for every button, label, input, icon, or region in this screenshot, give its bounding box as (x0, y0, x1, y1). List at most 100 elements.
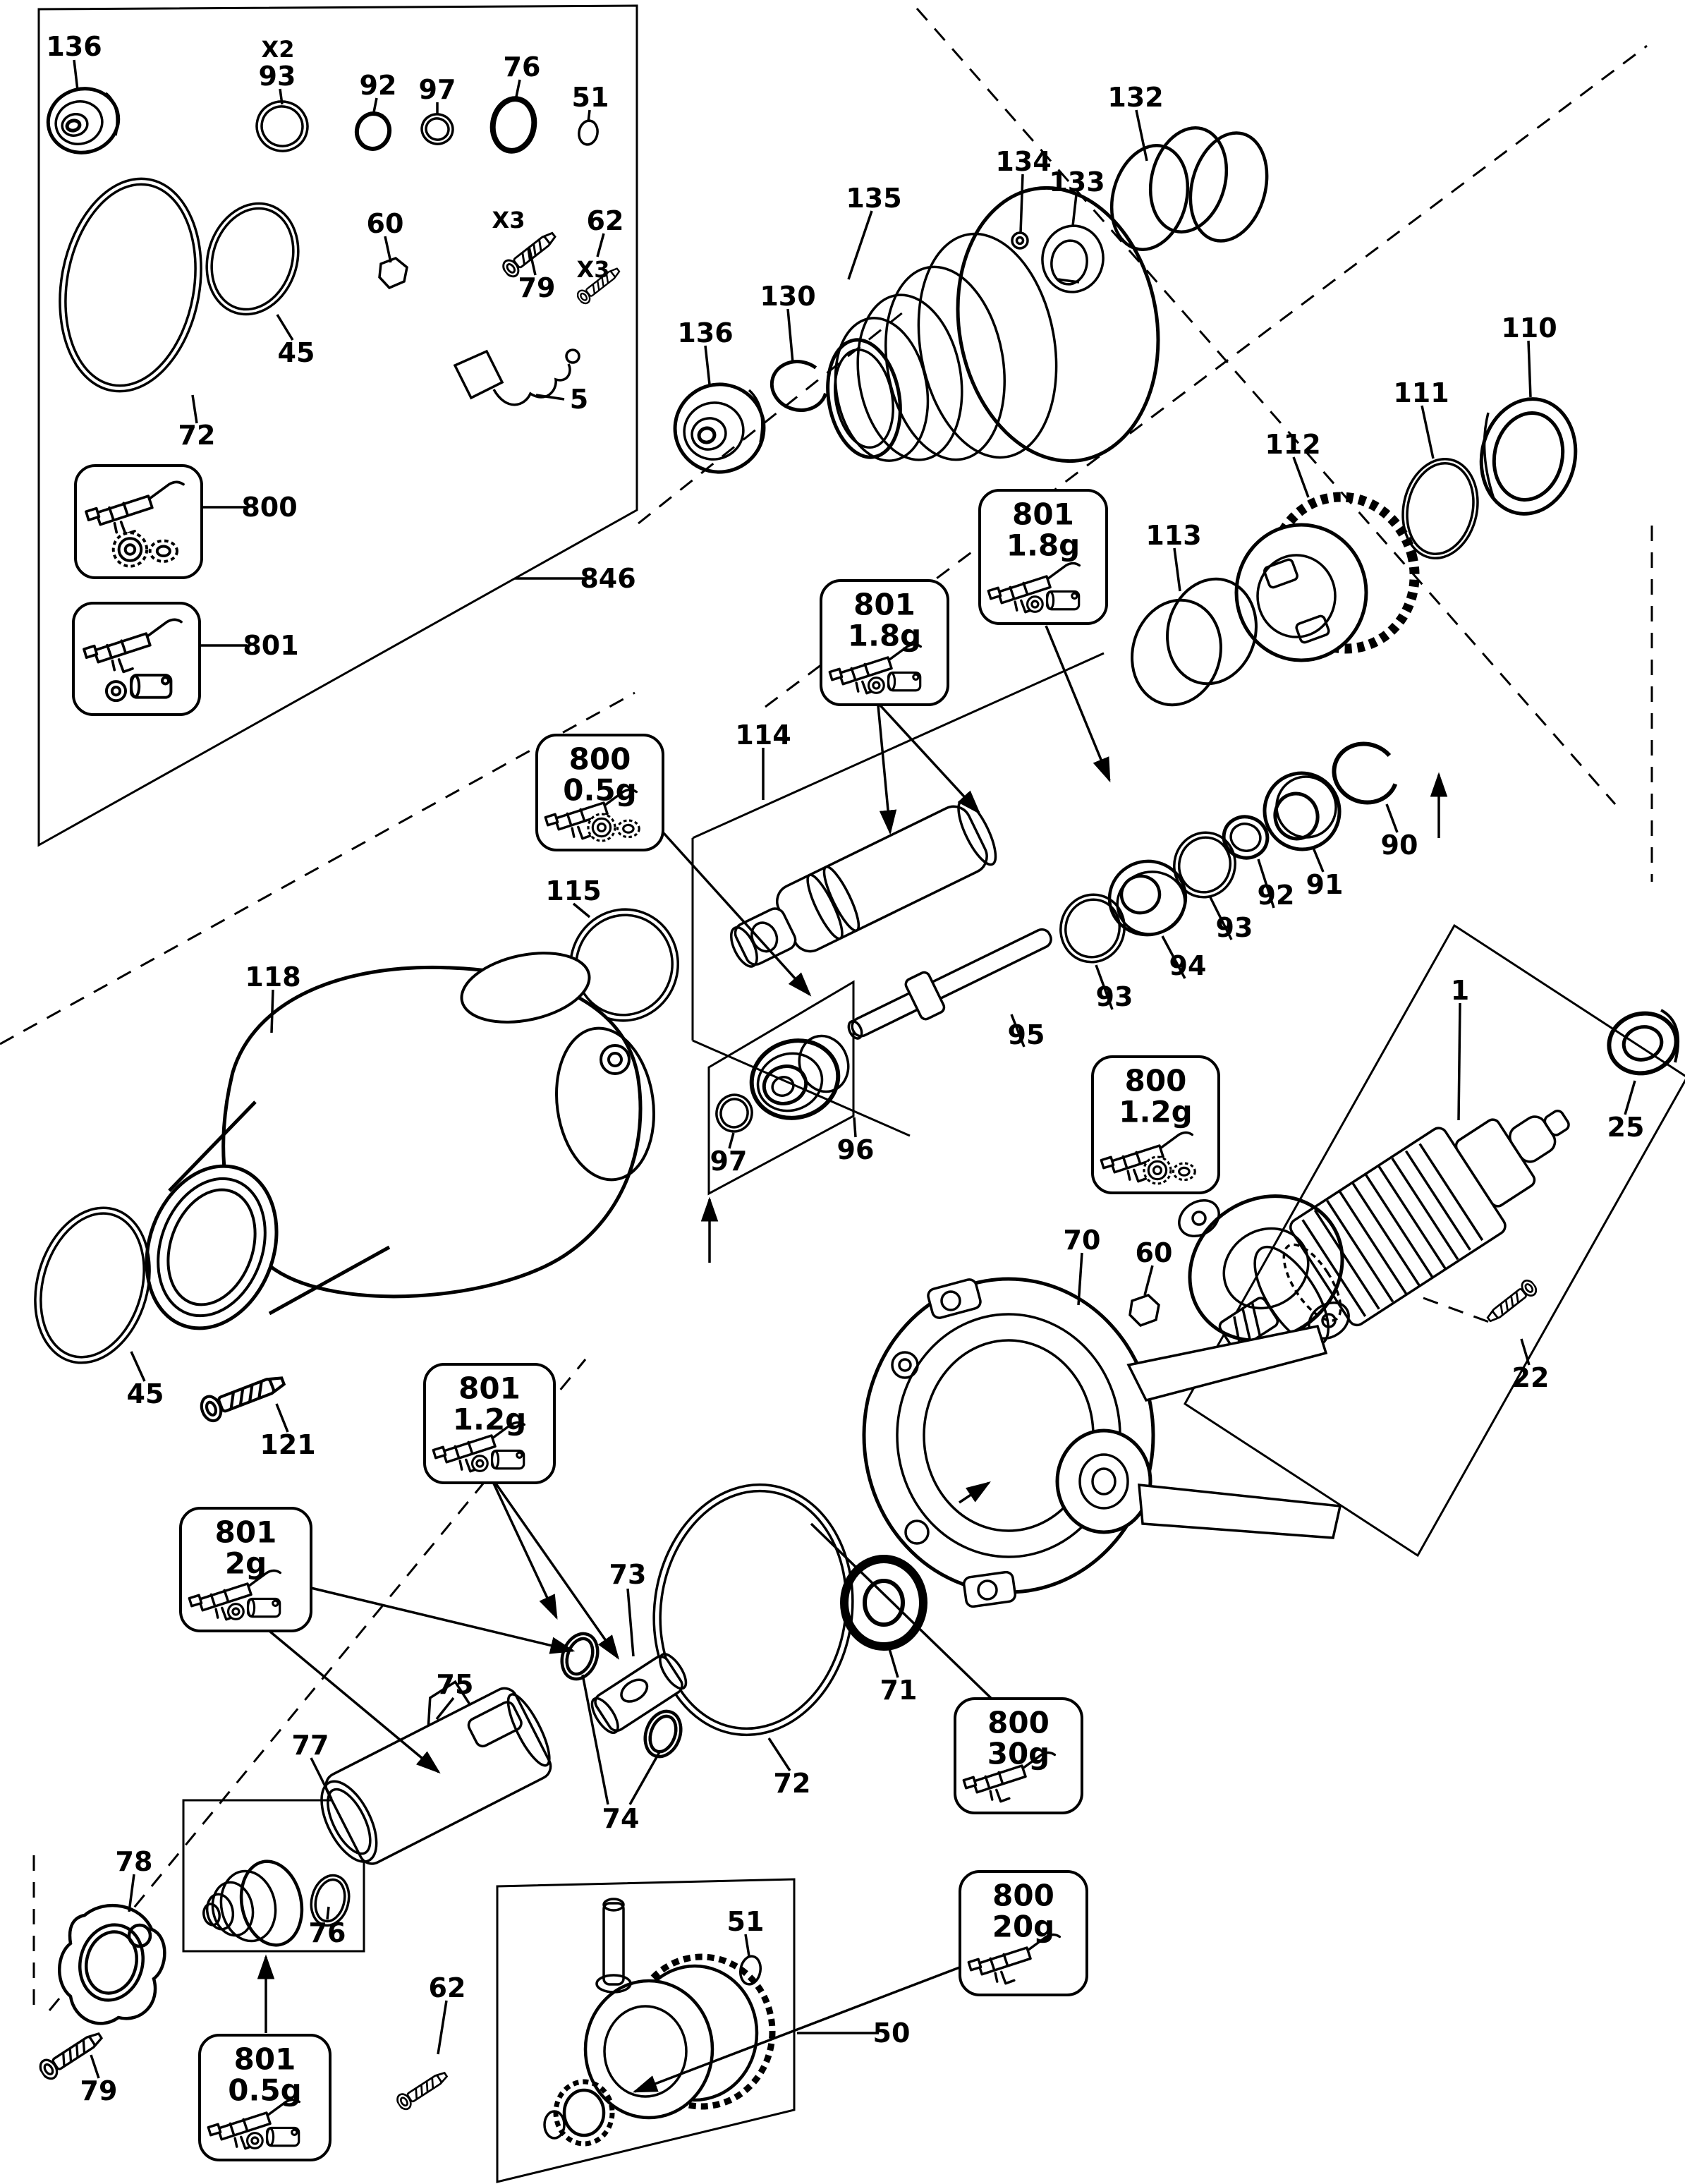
part-label-60-7: 60 (367, 208, 404, 239)
part-label-135-18: 135 (846, 183, 901, 214)
panel-50 (496, 1878, 796, 2183)
part-75-cylinder (320, 1680, 552, 1865)
part-77-piston-assy (202, 1860, 351, 1947)
leader-line (1292, 456, 1310, 498)
part-136-grommet-kit (46, 87, 121, 154)
leader-line (310, 1757, 333, 1800)
leader-line (626, 1588, 635, 1657)
leader-line (847, 210, 873, 280)
leader-line (728, 1132, 735, 1149)
part-label-72-48: 72 (774, 1768, 811, 1799)
part-label-133-22: 133 (1049, 166, 1105, 198)
leader-line (191, 394, 198, 424)
leader-line (384, 236, 392, 263)
leader-line (1135, 109, 1148, 162)
leader-line (1143, 1265, 1154, 1296)
part-label-51-6: 51 (572, 82, 609, 113)
part-78-retainer (58, 1904, 166, 2025)
leader-line (887, 1646, 899, 1678)
part-133-washer (1041, 224, 1105, 293)
part-121-bolt (198, 1369, 287, 1424)
callout-arrow (879, 704, 981, 815)
part-96-bearing (749, 1034, 850, 1120)
part-label-45-43: 45 (127, 1378, 164, 1409)
part-label-74-50: 74 (602, 1803, 640, 1834)
leader-line (1019, 174, 1024, 233)
leader-line (1385, 803, 1399, 833)
leader-line (581, 1674, 609, 1805)
grease-box-label: 801 (234, 2042, 296, 2077)
part-label-110-24: 110 (1501, 313, 1557, 344)
part-label-97-38: 97 (710, 1146, 748, 1177)
part-93-oring-kit (255, 100, 309, 152)
part-71-bearing (840, 1555, 927, 1651)
leader-line (73, 59, 79, 91)
part-label-121-44: 121 (260, 1429, 315, 1460)
leader-line (326, 1906, 330, 1920)
grease-box-label: 800 (992, 1879, 1054, 1913)
callout-arrow (959, 1481, 991, 1504)
leader-line (535, 394, 565, 401)
part-label-75-51: 75 (437, 1669, 474, 1700)
leader-line (514, 79, 521, 101)
part-1-armature (1178, 1109, 1570, 1352)
leader-line (767, 1737, 791, 1771)
leader-line (435, 1697, 455, 1721)
part-97-oring-kit (420, 113, 454, 145)
leader-line (1312, 847, 1325, 873)
leader-line (130, 1351, 146, 1382)
part-25-bearing (1607, 1009, 1680, 1076)
leader-line (279, 88, 284, 105)
part-label-114-28: 114 (735, 720, 791, 751)
callout-arrow (1045, 625, 1111, 783)
part-76-oring (310, 1874, 351, 1927)
leader-line (587, 109, 591, 123)
part-label-846-15: 846 (580, 563, 635, 594)
part-112-clutch-gear (1234, 492, 1420, 662)
grease-box-kit-800 (74, 464, 203, 579)
part-113-orings (1131, 577, 1258, 707)
leader-line (1520, 1338, 1531, 1366)
part-label-51-57: 51 (727, 1906, 765, 1937)
part-94-collar (1107, 859, 1188, 937)
part-62-screw (394, 2067, 451, 2113)
leader-line (1257, 859, 1275, 909)
panel-77 (182, 1799, 365, 1953)
part-51-oring (739, 1955, 762, 1986)
part-22-screw (1483, 1277, 1540, 1327)
part-50-crank-assy (543, 1898, 776, 2147)
part-45-oring (34, 1206, 151, 1364)
part-label-62-10: 62 (587, 205, 624, 236)
leader-line (276, 314, 294, 341)
part-118-front-housing (145, 952, 655, 1330)
grease-box-label: 801 (458, 1371, 521, 1406)
leader-line (90, 2054, 100, 2079)
part-label-91-31: 91 (1306, 869, 1344, 900)
part-76-oring-kit (489, 96, 537, 154)
part-label-90-30: 90 (1381, 830, 1418, 861)
grease-box-label: 1.8g (1006, 528, 1080, 563)
part-label-111-25: 111 (1393, 377, 1449, 408)
part-label-118-42: 118 (245, 961, 300, 993)
part-label-X3-8: X3 (492, 207, 525, 233)
part-label-132-23: 132 (1107, 82, 1163, 113)
callout-arrow (494, 1482, 620, 1660)
leader-line (1010, 1014, 1026, 1048)
part-label-112-26: 112 (1265, 429, 1320, 460)
part-130-snap-ring (769, 360, 829, 412)
part-label-93-33: 93 (1216, 912, 1253, 943)
part-label-70-45: 70 (1064, 1225, 1101, 1256)
part-60-nut-kit (378, 257, 408, 290)
leader-line (744, 1934, 750, 1957)
leader-line (1209, 897, 1233, 940)
part-label-22-41: 22 (1512, 1362, 1550, 1393)
part-72-oring (652, 1483, 854, 1737)
part-90-snap-ring (1332, 741, 1399, 805)
part-label-113-27: 113 (1145, 520, 1201, 551)
part-70-gear-housing (862, 1277, 1342, 1608)
